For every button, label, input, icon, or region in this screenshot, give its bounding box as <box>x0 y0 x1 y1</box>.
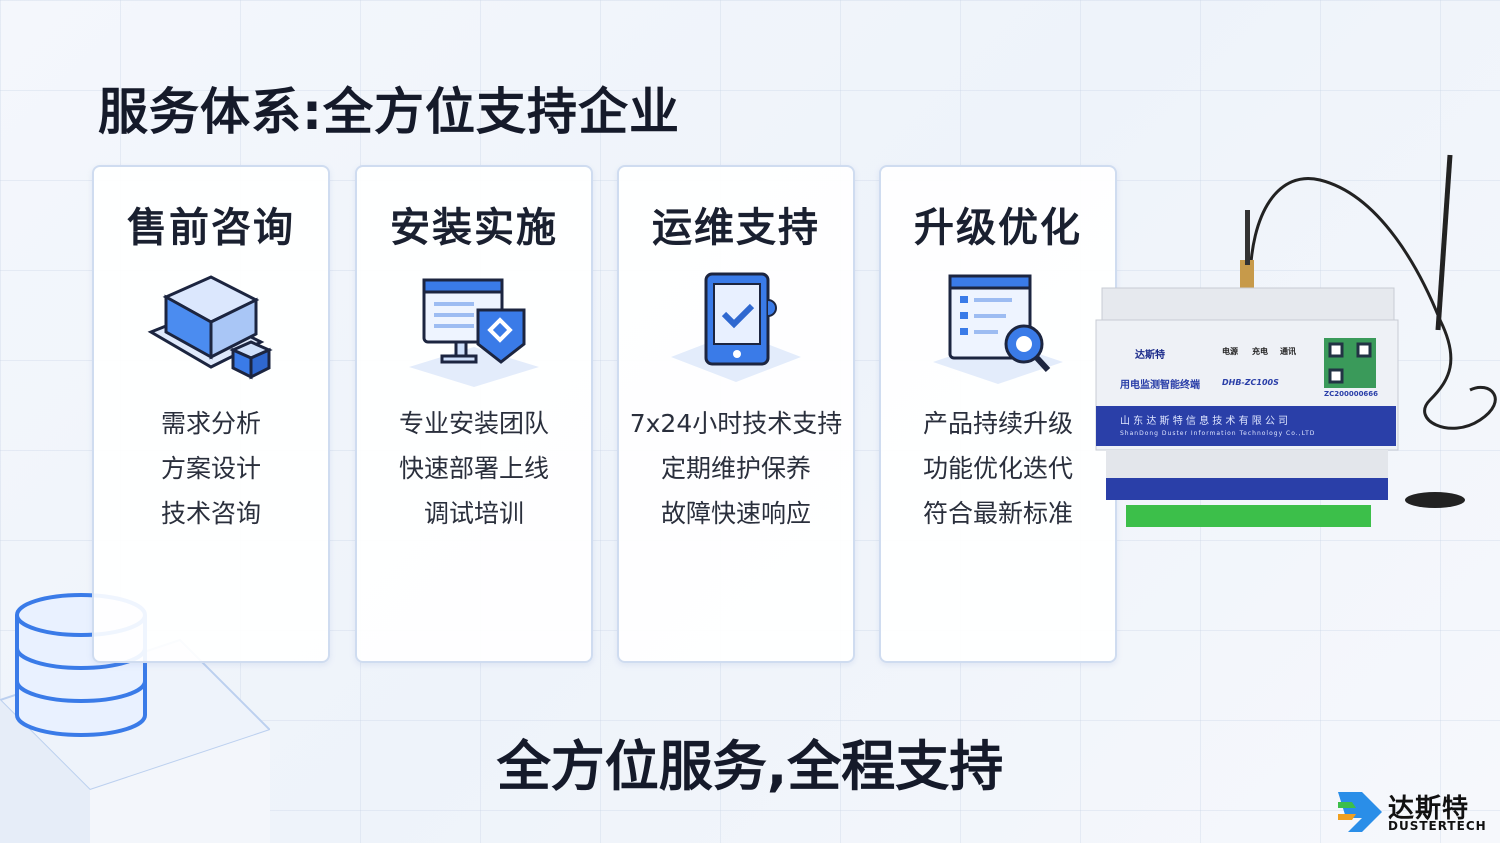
card-title: 运维支持 <box>652 205 820 251</box>
device-indicator: 通讯 <box>1280 347 1296 356</box>
device-model: DHB-ZC100S <box>1222 378 1279 387</box>
page-title: 服务体系:全方位支持企业 <box>98 83 680 141</box>
card-title: 升级优化 <box>914 205 1082 251</box>
device-company-en: ShanDong Duster Information Technology C… <box>1120 430 1316 437</box>
card-line: 产品持续升级 <box>922 409 1073 438</box>
monitoring-terminal-device: 达斯特 电源 充电 通讯 用电监测智能终端 DHB-ZC100S ZC20000… <box>1090 150 1500 540</box>
cube-boxes-icon <box>147 275 273 380</box>
device-indicator: 充电 <box>1252 347 1268 356</box>
card-line: 故障快速响应 <box>660 499 811 528</box>
bottom-slogan: 全方位服务,全程支持 <box>496 735 1004 798</box>
tablet-check-icon <box>671 272 801 382</box>
card-line: 技术咨询 <box>160 499 261 528</box>
logo-text-cn: 达斯特 <box>1388 794 1470 824</box>
service-card-operations: 运维支持 7x24小时技术支持 定期维护保养 故障快速响应 <box>617 165 855 663</box>
device-serial: ZC200000666 <box>1324 390 1379 398</box>
database-icon <box>0 593 270 843</box>
card-line: 需求分析 <box>160 409 261 438</box>
device-indicator: 电源 <box>1222 347 1238 356</box>
device-brand: 达斯特 <box>1135 350 1165 361</box>
document-search-icon <box>933 274 1063 384</box>
service-card-installation: 安装实施 专业安装团队 快速部署上线 调试培训 <box>355 165 593 663</box>
card-line: 快速部署上线 <box>398 454 549 483</box>
device-product-name: 用电监测智能终端 <box>1120 380 1200 391</box>
monitor-shield-icon <box>409 278 539 387</box>
card-title: 安装实施 <box>390 205 558 251</box>
logo-arrow-icon <box>1338 792 1382 832</box>
card-line: 功能优化迭代 <box>922 454 1073 483</box>
card-line: 专业安装团队 <box>398 409 549 438</box>
card-line: 符合最新标准 <box>922 499 1073 528</box>
card-line: 方案设计 <box>160 454 261 483</box>
card-line: 调试培训 <box>423 499 524 528</box>
logo-text-en: DUSTERTECH <box>1388 819 1487 833</box>
card-line: 定期维护保养 <box>660 454 811 483</box>
device-company-cn: 山 东 达 斯 特 信 息 技 术 有 限 公 司 <box>1120 416 1289 427</box>
card-line: 7x24小时技术支持 <box>629 409 843 438</box>
company-logo: 达斯特 DUSTERTECH <box>1336 788 1496 838</box>
service-card-upgrade: 升级优化 产品持续升级 功能优化迭代 符合最新标准 <box>879 165 1117 663</box>
service-card-presales: 售前咨询 需求分析 方案设计 技术咨询 <box>92 165 330 663</box>
card-title: 售前咨询 <box>127 205 295 251</box>
